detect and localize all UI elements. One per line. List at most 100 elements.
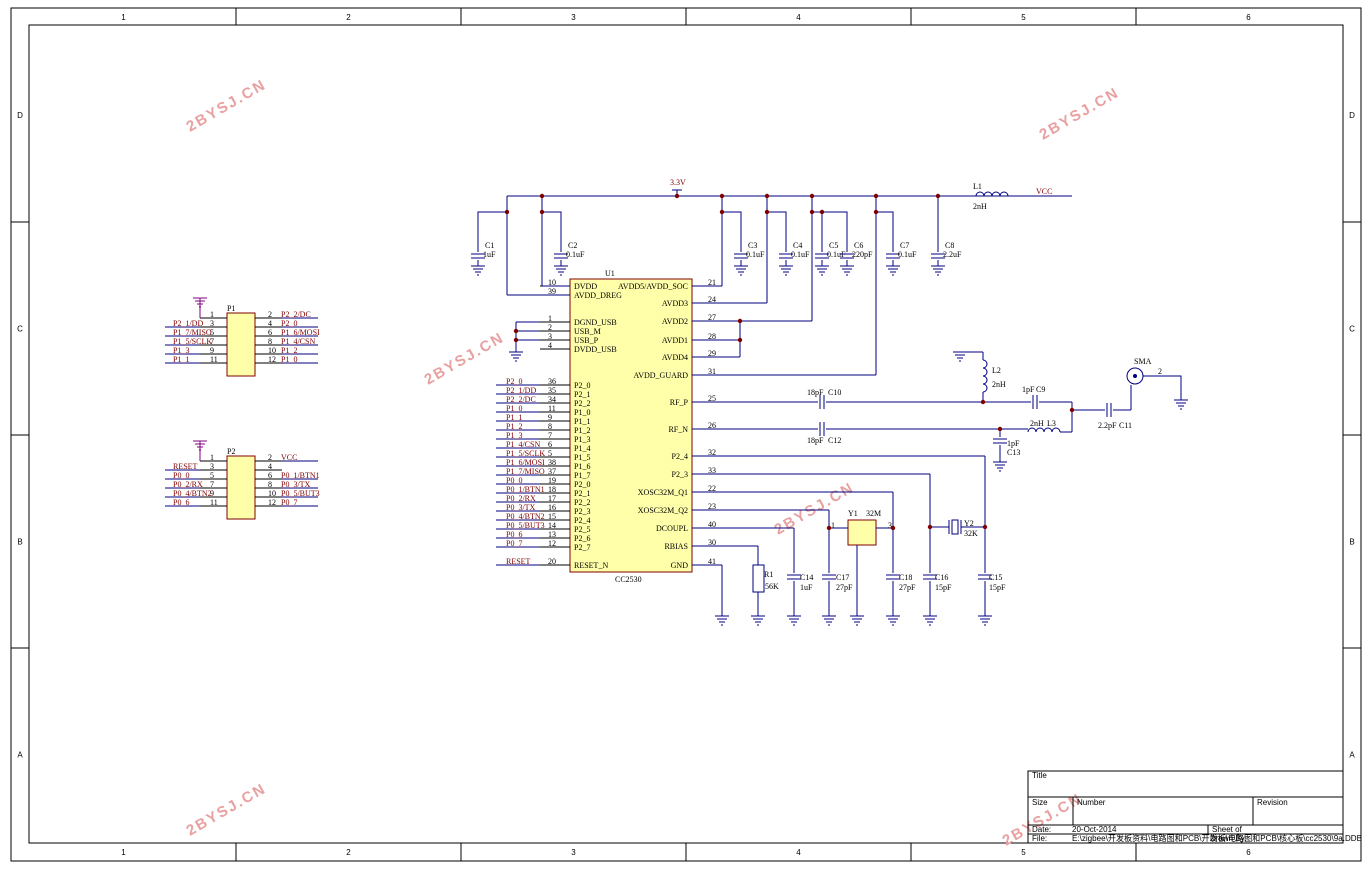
net-label: P0_7	[506, 539, 522, 548]
net-label: P1_0	[281, 355, 297, 364]
header-pin-number: 1	[210, 310, 214, 319]
u1-pin-name: P1_3	[574, 435, 590, 444]
u1-pin-number: 29	[708, 349, 716, 358]
cap-val: 0.1uF	[791, 250, 810, 259]
u1-pin-name: DVDD	[574, 282, 597, 291]
ground-symbol	[779, 265, 793, 276]
r1-ref: R1	[764, 570, 773, 579]
ground-symbol	[886, 265, 900, 276]
capacitor-symbol	[931, 253, 945, 259]
u1-pin-name: DGND_USB	[574, 318, 617, 327]
u1-pin-name: XOSC32M_Q2	[638, 506, 688, 515]
c14-val: 1uF	[800, 583, 813, 592]
ground-symbol	[931, 265, 945, 276]
u1-pin-number: 10	[548, 278, 556, 287]
u1-pin-name: DVDD_USB	[574, 345, 617, 354]
frame-col-label: 4	[796, 848, 801, 857]
u1-pin-number: 14	[548, 521, 556, 530]
u1-pin-name: AVDD4	[662, 353, 688, 362]
junction-dot	[873, 193, 879, 199]
junction-dot	[982, 524, 988, 530]
u1-pin-name: P2_0	[574, 381, 590, 390]
net-label: RESET	[173, 462, 198, 471]
net-3v3: 3.3V	[670, 178, 686, 187]
header-pin-number: 7	[210, 337, 214, 346]
header-pin-number: 11	[210, 355, 218, 364]
net-label: P1_3	[506, 431, 522, 440]
cap-val: 220pF	[852, 250, 873, 259]
capacitor-symbol	[886, 574, 900, 580]
junction-dot	[1069, 407, 1075, 413]
net-label: P1_0	[506, 404, 522, 413]
c16-ref: C16	[935, 573, 948, 582]
wire	[767, 211, 787, 252]
u1-pin-name: P2_5	[574, 525, 590, 534]
frame-col-label: 6	[1246, 848, 1251, 857]
capacitor-symbol	[1032, 395, 1038, 409]
ground-symbol	[840, 265, 854, 276]
u1-pin-name: P2_3	[672, 470, 688, 479]
cap-ref: C3	[748, 241, 757, 250]
u1-pin-number: 40	[708, 520, 716, 529]
header-pin-number: 9	[210, 346, 214, 355]
u1-pin-number: 30	[708, 538, 716, 547]
header-pin-number: 10	[268, 346, 276, 355]
cap-val: 0.1uF	[827, 250, 846, 259]
cap-val: 2.2uF	[943, 250, 962, 259]
junction-dot	[513, 337, 519, 343]
net-label: P1_2	[281, 346, 297, 355]
frame-col-label: 3	[571, 13, 576, 22]
l1-val: 2nH	[973, 202, 987, 211]
c11-ref: C11	[1119, 421, 1132, 430]
u1-pin-name: P1_5	[574, 453, 590, 462]
net-label: P0_2/RX	[506, 494, 536, 503]
header-pin-number: 7	[210, 480, 214, 489]
u1-pin-number: 34	[548, 395, 556, 404]
cap-ref: C4	[793, 241, 802, 250]
net-label: P0_4/BTN2	[173, 489, 212, 498]
decoupling-capacitors: C11uFC20.1uFC30.1uFC40.1uFC50.1uFC6220pF…	[471, 241, 962, 276]
ground-symbol	[715, 615, 729, 626]
capacitor-symbol	[819, 422, 825, 436]
net-label: P2_1/DD	[173, 319, 203, 328]
header-pin-number: 9	[210, 489, 214, 498]
u1-pin-number: 4	[548, 341, 552, 350]
tb-date: 20-Oct-2014	[1072, 825, 1117, 834]
wire	[722, 211, 742, 252]
capacitor-symbol	[1106, 403, 1112, 417]
c9-ref: C9	[1036, 385, 1045, 394]
net-label: P1_5/SCLK	[506, 449, 545, 458]
header-pin-number: 3	[210, 319, 214, 328]
l3-val: 2nH	[1030, 419, 1044, 428]
net-label: P1_6/MOSI	[281, 328, 320, 337]
c16-val: 15pF	[935, 583, 952, 592]
header-pin-number: 12	[268, 498, 276, 507]
u1-pin-name: P1_2	[574, 426, 590, 435]
net-label: P1_7/MISO	[506, 467, 545, 476]
l3-ref: L3	[1047, 419, 1056, 428]
u1-pin-number: 1	[548, 314, 552, 323]
u1-pin-name: RESET_N	[574, 561, 608, 570]
u1-pin-number: 24	[708, 295, 716, 304]
header-pin-number: 6	[268, 328, 272, 337]
wiring: P2_0P2_1/DDP2_2/DCP1_0P1_1P1_2P1_3P1_4/C…	[477, 189, 1188, 626]
crystal-y2	[951, 519, 959, 535]
junction-dot	[737, 337, 743, 343]
net-label: P0_7	[281, 498, 297, 507]
u1-pin-name: XOSC32M_Q1	[638, 488, 688, 497]
u1-pin-name: RF_P	[670, 398, 689, 407]
capacitor-symbol	[819, 395, 825, 409]
header-pin-number: 10	[268, 489, 276, 498]
sma-ref: SMA	[1134, 357, 1152, 366]
header-pin-number: 5	[210, 328, 214, 337]
u1-pin-number: 36	[548, 377, 556, 386]
junction-dot	[674, 193, 680, 199]
capacitor-symbol	[734, 253, 748, 259]
cap-val: 0.1uF	[566, 250, 585, 259]
capacitor-symbol	[840, 253, 854, 259]
inductor-symbol	[975, 191, 1009, 197]
u1-pin-number: 9	[548, 413, 552, 422]
tb-file-label: File:	[1032, 834, 1047, 843]
u1-pin-name: P2_7	[574, 543, 590, 552]
